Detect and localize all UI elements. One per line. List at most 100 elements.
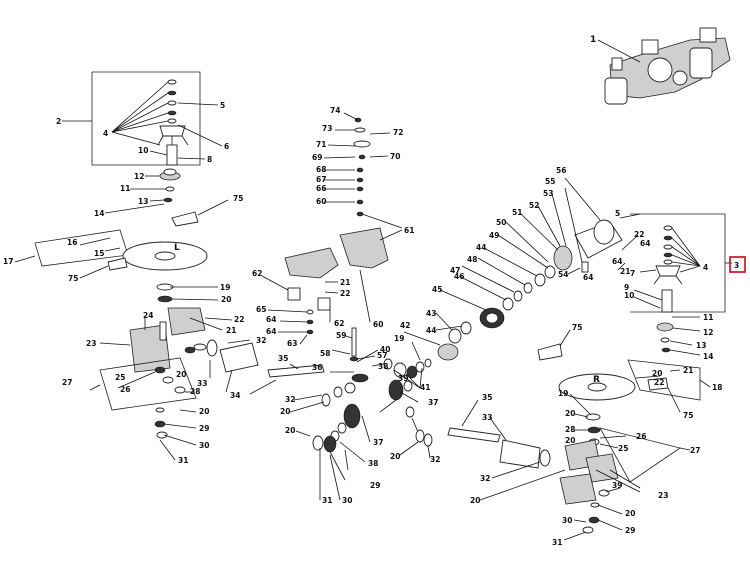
callout-22d: 22 <box>654 378 664 387</box>
center-gear-stack <box>289 373 371 501</box>
callout-60a: 60 <box>316 197 326 206</box>
callout-19c: 19 <box>558 389 568 398</box>
callout-32c: 32 <box>430 455 440 464</box>
callout-3: 3 <box>734 261 739 270</box>
callout-1: 1 <box>590 35 596 45</box>
callout-29c: 29 <box>625 526 635 535</box>
callout-10: 10 <box>138 146 148 155</box>
callout-4: 4 <box>103 129 108 138</box>
callout-70: 70 <box>390 152 400 161</box>
callout-32d: 32 <box>480 474 490 483</box>
callout-29a: 29 <box>199 424 209 433</box>
callout-5b: 5 <box>615 209 620 218</box>
callout-33b: 33 <box>482 413 492 422</box>
callout-58: 58 <box>320 349 330 358</box>
left-coupling <box>206 339 259 393</box>
callout-39a: 39 <box>398 374 408 383</box>
callout-51: 51 <box>512 208 522 217</box>
callout-19b: 19 <box>394 334 404 343</box>
callout-19a: 19 <box>220 283 230 292</box>
callout-73: 73 <box>322 124 332 133</box>
callout-75c: 75 <box>572 323 582 332</box>
callout-17: 17 <box>3 257 13 266</box>
callout-38a: 38 <box>368 459 378 468</box>
callout-40: 40 <box>380 345 390 354</box>
callout-66: 66 <box>316 184 326 193</box>
callout-20b: 20 <box>176 370 186 379</box>
callout-20j: 20 <box>625 509 635 518</box>
callout-32b: 32 <box>285 395 295 404</box>
callout-75b: 75 <box>68 274 78 283</box>
callout-36: 36 <box>312 363 322 372</box>
callout-12b: 12 <box>703 328 713 337</box>
callout-34: 34 <box>230 391 240 400</box>
right-lower-housing <box>559 393 691 541</box>
center-column-parts <box>323 112 403 323</box>
callout-32a: 32 <box>256 336 266 345</box>
callout-11: 11 <box>120 184 130 193</box>
callout-9: 9 <box>624 283 629 292</box>
left-drive-shaft <box>249 363 354 395</box>
callout-20h: 20 <box>565 409 575 418</box>
callout-20e: 20 <box>285 426 295 435</box>
callout-38b: 38 <box>378 362 388 371</box>
callout-47: 47 <box>450 266 460 275</box>
callout-64a: 64 <box>266 315 276 324</box>
callout-49: 49 <box>489 231 499 240</box>
callout-12: 12 <box>134 172 144 181</box>
right-small-parts <box>656 322 701 356</box>
callout-68: 68 <box>316 165 326 174</box>
callout-24: 24 <box>143 311 153 320</box>
callout-55: 55 <box>545 177 555 186</box>
callout-7: 7 <box>630 269 635 278</box>
callout-44b: 44 <box>476 243 486 252</box>
right-gearbox <box>519 177 623 275</box>
right-disc <box>558 359 711 413</box>
plate-letter-right: R <box>593 375 600 385</box>
callout-42: 42 <box>400 321 410 330</box>
callout-69: 69 <box>312 153 322 162</box>
callout-20c: 20 <box>199 407 209 416</box>
callout-28a: 28 <box>190 387 200 396</box>
callout-20d: 20 <box>280 407 290 416</box>
callout-22c: 22 <box>634 230 644 239</box>
callout-64d: 64 <box>640 239 650 248</box>
callout-62b: 62 <box>334 319 344 328</box>
callout-48: 48 <box>467 255 477 264</box>
callout-21a: 21 <box>226 326 236 335</box>
right-bearing-group <box>617 213 746 318</box>
callout-31a: 31 <box>178 456 188 465</box>
callout-13b: 13 <box>696 341 706 350</box>
center-shaft <box>331 327 379 363</box>
callout-21d: 21 <box>683 366 693 375</box>
callout-11b: 11 <box>703 313 713 322</box>
left-small-parts <box>104 168 181 214</box>
callout-57: 57 <box>377 351 387 360</box>
gearbox-assembly <box>597 27 731 105</box>
callout-35b: 35 <box>482 393 492 402</box>
callout-60b: 60 <box>373 320 383 329</box>
callout-63: 63 <box>287 339 297 348</box>
callout-18: 18 <box>712 383 722 392</box>
callout-59: 59 <box>336 331 346 340</box>
callout-labels: 1 2 3 4 5 6 10 8 12 11 13 14 75 16 15 17… <box>3 35 739 547</box>
callout-67: 67 <box>316 175 326 184</box>
callout-29b: 29 <box>370 481 380 490</box>
callout-72: 72 <box>393 128 403 137</box>
callout-21c: 21 <box>620 267 630 276</box>
callout-56: 56 <box>556 166 566 175</box>
callout-75a: 75 <box>233 194 243 203</box>
callout-30b: 30 <box>342 496 352 505</box>
highlight-box <box>729 256 746 273</box>
knife-blade-right-top <box>537 329 571 361</box>
callout-37a: 37 <box>373 438 383 447</box>
callout-35a: 35 <box>278 354 288 363</box>
callout-27a: 27 <box>62 378 72 387</box>
callout-22a: 22 <box>234 315 244 324</box>
callout-65: 65 <box>256 305 266 314</box>
callout-37b: 37 <box>428 398 438 407</box>
callout-21b: 21 <box>340 278 350 287</box>
callout-23a: 23 <box>86 339 96 348</box>
callout-31b: 31 <box>322 496 332 505</box>
